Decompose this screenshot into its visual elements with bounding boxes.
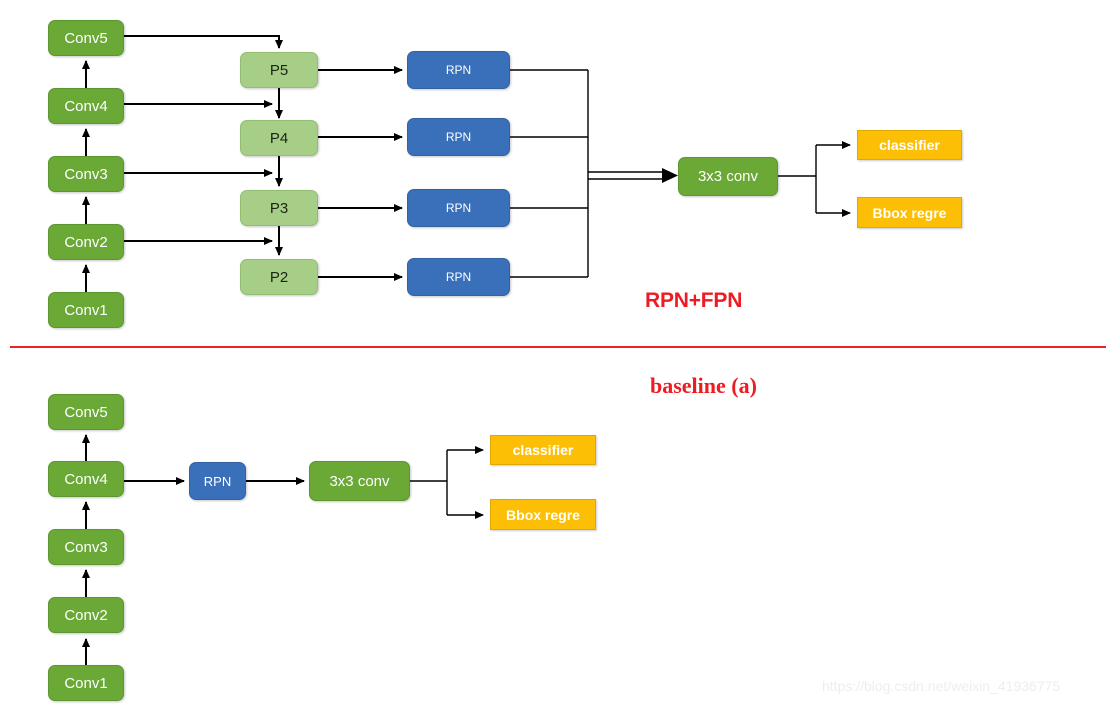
node-label: Conv5 bbox=[64, 29, 108, 47]
caption-baseline-a: baseline (a) bbox=[650, 373, 757, 398]
node-label: 3x3 conv bbox=[697, 168, 759, 185]
node-label: classifier bbox=[879, 137, 940, 153]
node-label: 3x3 conv bbox=[329, 472, 390, 490]
top-rpn-head-p2[interactable]: RPN bbox=[407, 258, 510, 296]
node-label: RPN bbox=[445, 63, 472, 77]
node-label: Conv1 bbox=[64, 301, 108, 319]
top-rpn-head-p4[interactable]: RPN bbox=[407, 118, 510, 156]
node-label: P5 bbox=[269, 61, 289, 79]
bottom-3x3-conv[interactable]: 3x3 conv bbox=[309, 461, 410, 501]
node-label: Conv2 bbox=[64, 233, 108, 251]
top-output-bbox-regre[interactable]: Bbox regre bbox=[857, 197, 962, 228]
top-rpn-head-p3[interactable]: RPN bbox=[407, 189, 510, 227]
bottom-rpn[interactable]: RPN bbox=[189, 462, 246, 500]
node-label: Conv5 bbox=[64, 403, 108, 421]
node-label: P3 bbox=[269, 199, 289, 217]
bottom-backbone-conv5[interactable]: Conv5 bbox=[48, 394, 124, 430]
node-label: Conv2 bbox=[64, 606, 108, 624]
top-backbone-conv2[interactable]: Conv2 bbox=[48, 224, 124, 260]
bottom-backbone-conv1[interactable]: Conv1 bbox=[48, 665, 124, 701]
top-backbone-conv3[interactable]: Conv3 bbox=[48, 156, 124, 192]
node-label: RPN bbox=[203, 473, 232, 489]
watermark-url: https://blog.csdn.net/weixin_41936775 bbox=[822, 678, 1061, 694]
node-label: P4 bbox=[269, 129, 289, 147]
top-pyramid-p2[interactable]: P2 bbox=[240, 259, 318, 295]
bottom-output-classifier[interactable]: classifier bbox=[490, 435, 596, 465]
node-label: Conv4 bbox=[64, 470, 108, 488]
bottom-output-bbox-regre[interactable]: Bbox regre bbox=[490, 499, 596, 530]
node-label: Conv3 bbox=[64, 165, 108, 183]
node-label: Conv3 bbox=[64, 538, 108, 556]
node-label: Bbox regre bbox=[872, 204, 947, 221]
top-backbone-conv1[interactable]: Conv1 bbox=[48, 292, 124, 328]
section-divider bbox=[10, 346, 1106, 348]
bottom-backbone-conv3[interactable]: Conv3 bbox=[48, 529, 124, 565]
top-rpn-head-p5[interactable]: RPN bbox=[407, 51, 510, 89]
top-pyramid-p5[interactable]: P5 bbox=[240, 52, 318, 88]
node-label: Conv4 bbox=[64, 97, 108, 115]
top-pyramid-p4[interactable]: P4 bbox=[240, 120, 318, 156]
node-label: Conv1 bbox=[64, 674, 108, 692]
bottom-backbone-conv4[interactable]: Conv4 bbox=[48, 461, 124, 497]
node-label: RPN bbox=[445, 270, 472, 284]
node-label: RPN bbox=[445, 130, 472, 144]
top-3x3-conv[interactable]: 3x3 conv bbox=[678, 157, 778, 196]
bottom-backbone-conv2[interactable]: Conv2 bbox=[48, 597, 124, 633]
top-output-classifier[interactable]: classifier bbox=[857, 130, 962, 160]
node-label: Bbox regre bbox=[506, 506, 580, 523]
node-label: P2 bbox=[269, 268, 289, 286]
top-backbone-conv5[interactable]: Conv5 bbox=[48, 20, 124, 56]
caption-rpn-fpn: RPN+FPN bbox=[645, 289, 743, 312]
top-pyramid-p3[interactable]: P3 bbox=[240, 190, 318, 226]
top-backbone-conv4[interactable]: Conv4 bbox=[48, 88, 124, 124]
node-label: RPN bbox=[445, 201, 472, 215]
node-label: classifier bbox=[512, 442, 574, 458]
